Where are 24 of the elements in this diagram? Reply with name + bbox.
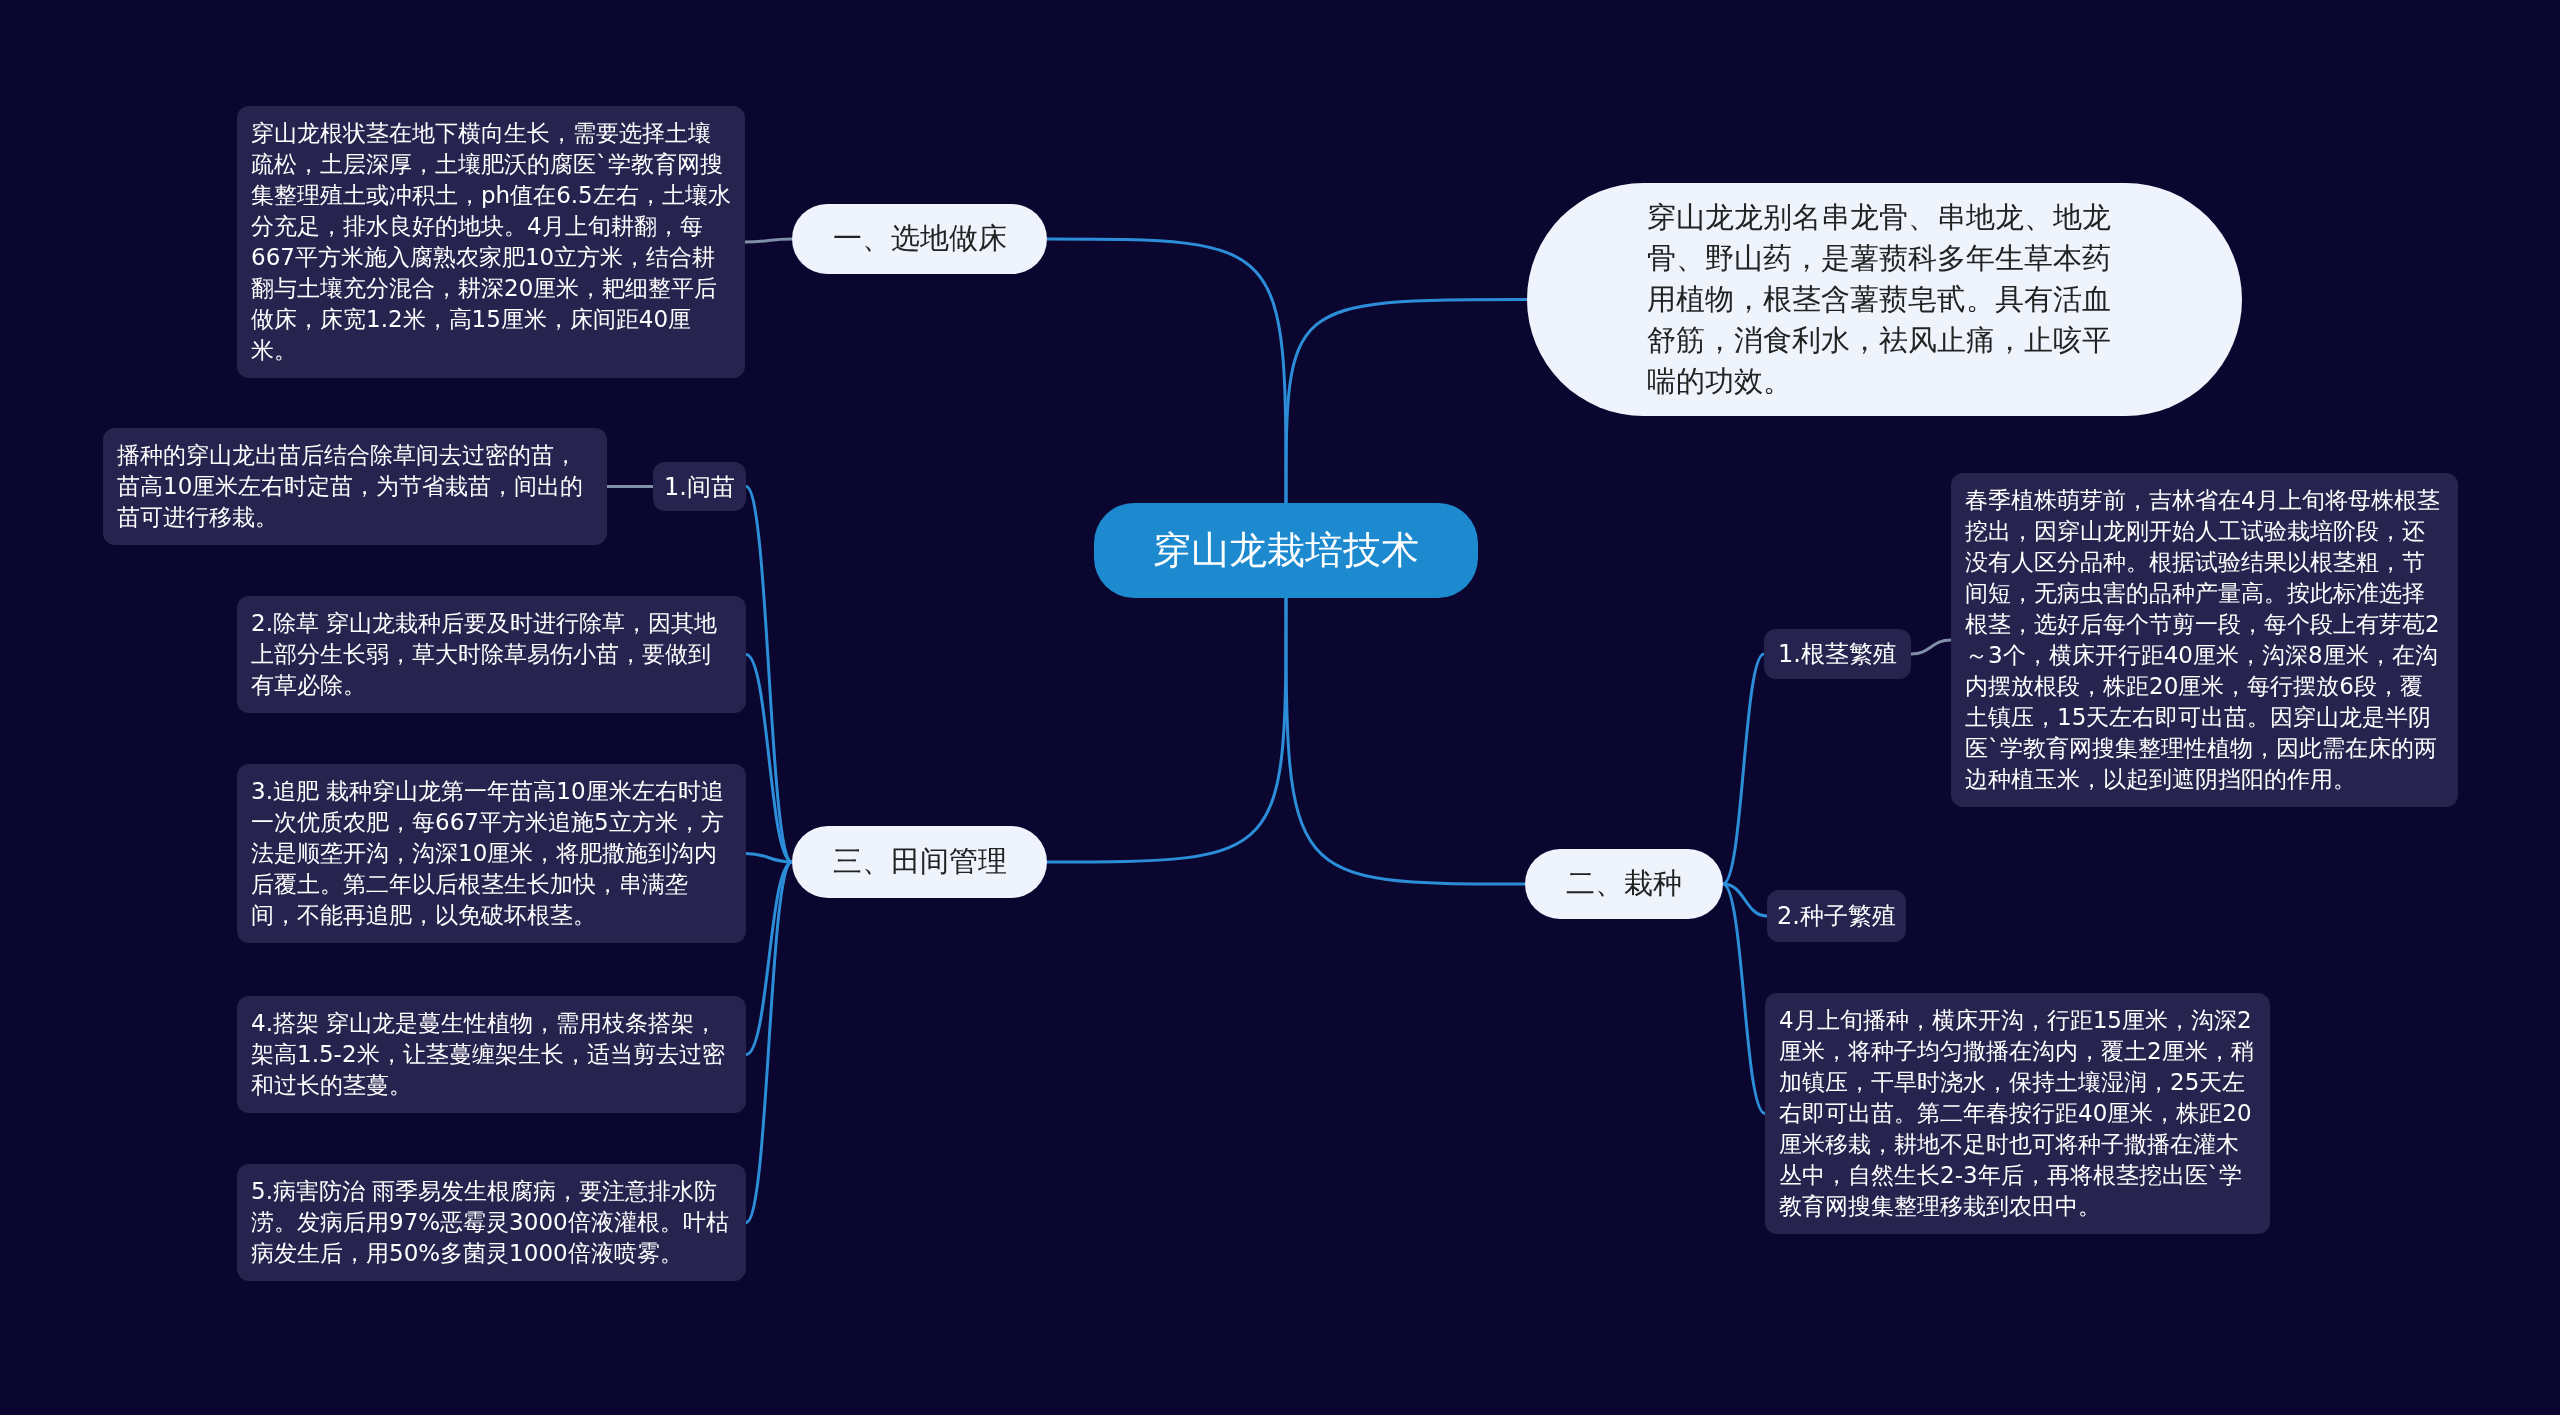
topic-pill: 三、田间管理	[792, 826, 1047, 898]
connector-line	[1721, 652, 1766, 886]
connector-line	[745, 237, 792, 244]
topic-pill: 二、栽种	[1525, 849, 1723, 919]
subtopic-box: 1.间苗	[653, 462, 746, 511]
connector-line	[1047, 237, 1288, 503]
topic-pill: 一、选地做床	[792, 204, 1047, 274]
text-card: 4月上旬播种，横床开沟，行距15厘米，沟深2厘米，将种子均匀撒播在沟内，覆土2厘米，稍加镇压，干旱时浇水，保持土壤湿润，25天左右即可出苗。第二年春按行距40厘米，株距20厘米移栽，耕地不足时也可将种子撒播在灌木丛中，自然生长2-3年后，再将根茎挖出医`学教育网搜集整理移栽到农田中。	[1765, 993, 2270, 1234]
text-card: 3.追肥 栽种穿山龙第一年苗高10厘米左右时追一次优质农肥，每667平方米追施5立方米，方法是顺垄开沟，沟深10厘米，将肥撒施到沟内后覆土。第二年以后根茎生长加快，串满垄间，不能再追肥，以免破坏根茎。	[237, 764, 746, 943]
connector-line	[607, 485, 653, 488]
subtopic-box: 2.种子繁殖	[1767, 890, 1906, 942]
text-card: 5.病害防治 雨季易发生根腐病，要注意排水防涝。发病后用97%恶霉灵3000倍液灌根。叶枯病发生后，用50%多菌灵1000倍液喷雾。	[237, 1164, 746, 1281]
text-card: 4.搭架 穿山龙是蔓生性植物，需用枝条搭架，架高1.5-2米，让茎蔓缠架生长，适当剪去过密和过长的茎蔓。	[237, 996, 746, 1113]
connector-line	[1910, 638, 1952, 656]
text-card: 播种的穿山龙出苗后结合除草间去过密的苗，苗高10厘米左右时定苗，为节省栽苗，间出的苗可进行移栽。	[103, 428, 607, 545]
subtopic-box: 1.根茎繁殖	[1764, 629, 1911, 679]
connector-line	[1284, 298, 1527, 503]
text-card: 穿山龙根状茎在地下横向生长，需要选择土壤疏松，土层深厚，土壤肥沃的腐医`学教育网搜集整理殖土或冲积土，ph值在6.5左右，土壤水分充足，排水良好的地块。4月上旬耕翻，每667平方米施入腐熟农家肥10立方米，结合耕翻与土壤充分混合，耕深20厘米，耙细整平后做床，床宽1.2米，高15厘米，床间距40厘米。	[237, 106, 745, 378]
text-card: 春季植株萌芽前，吉林省在4月上旬将母株根茎挖出，因穿山龙刚开始人工试验栽培阶段，还没有人区分品种。根据试验结果以根茎粗，节间短，无病虫害的品种产量高。按此标准选择根茎，选好后每个节剪一段，每个段上有芽苞2～3个，横床开行距40厘米，沟深8厘米，在沟内摆放根段，株距20厘米，每行摆放6段，覆土镇压，15天左右即可出苗。因穿山龙是半阴医`学教育网搜集整理性植物，因此需在床的两边种植玉米，以起到遮阴挡阳的作用。	[1951, 473, 2458, 807]
central-topic: 穿山龙栽培技术	[1094, 503, 1478, 598]
connector-line	[1721, 882, 1767, 1115]
connector-line	[1284, 598, 1525, 886]
text-card: 2.除草 穿山龙栽种后要及时进行除草，因其地上部分生长弱，草大时除草易伤小苗，要做到有草必除。	[237, 596, 746, 713]
connector-line	[1047, 598, 1288, 864]
